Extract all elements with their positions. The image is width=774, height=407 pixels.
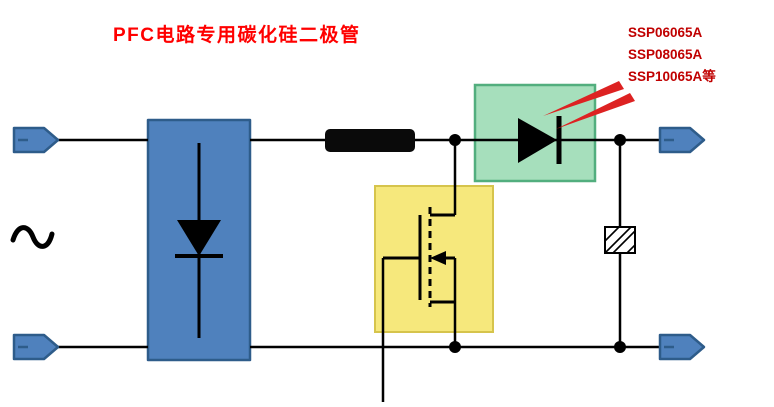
junction-dot [449, 341, 461, 353]
capacitor-hatch-line [604, 226, 620, 242]
red-emphasis-stroke [556, 93, 635, 129]
part-number-1: SSP06065A [628, 25, 703, 40]
capacitor-hatch-line [612, 230, 636, 254]
sic-diode-symbol [518, 116, 562, 164]
ac-source-symbol [10, 225, 55, 249]
junction-dot [449, 134, 461, 146]
part-number-3: SSP10065A等 [628, 69, 716, 84]
inductor-symbol [325, 129, 415, 152]
junction-dot [614, 134, 626, 146]
sic-diode-triangle [518, 118, 557, 163]
red-emphasis-stroke [543, 81, 624, 116]
output-terminal-bottom [658, 333, 706, 361]
capacitor-hatch-line [604, 226, 632, 254]
bridge-rectifier-diode-triangle [177, 220, 221, 256]
capacitor-hatch-line [626, 244, 636, 254]
junction-dot [614, 341, 626, 353]
diagram-title: PFC电路专用碳化硅二极管 [113, 25, 361, 46]
mosfet-body-arrow [430, 251, 446, 265]
input-terminal-top [12, 126, 60, 154]
part-number-list: SSP06065A SSP08065A SSP10065A等 [628, 22, 716, 88]
input-terminal-bottom [12, 333, 60, 361]
connector-terminals [12, 126, 706, 361]
bridge-rectifier-symbol [146, 118, 252, 362]
output-terminal-top [658, 126, 706, 154]
junction-dots [449, 134, 626, 353]
red-emphasis-arrows [543, 81, 635, 129]
mosfet-symbol [383, 207, 455, 307]
part-number-2: SSP08065A [628, 47, 703, 62]
capacitor-symbol [604, 226, 636, 254]
